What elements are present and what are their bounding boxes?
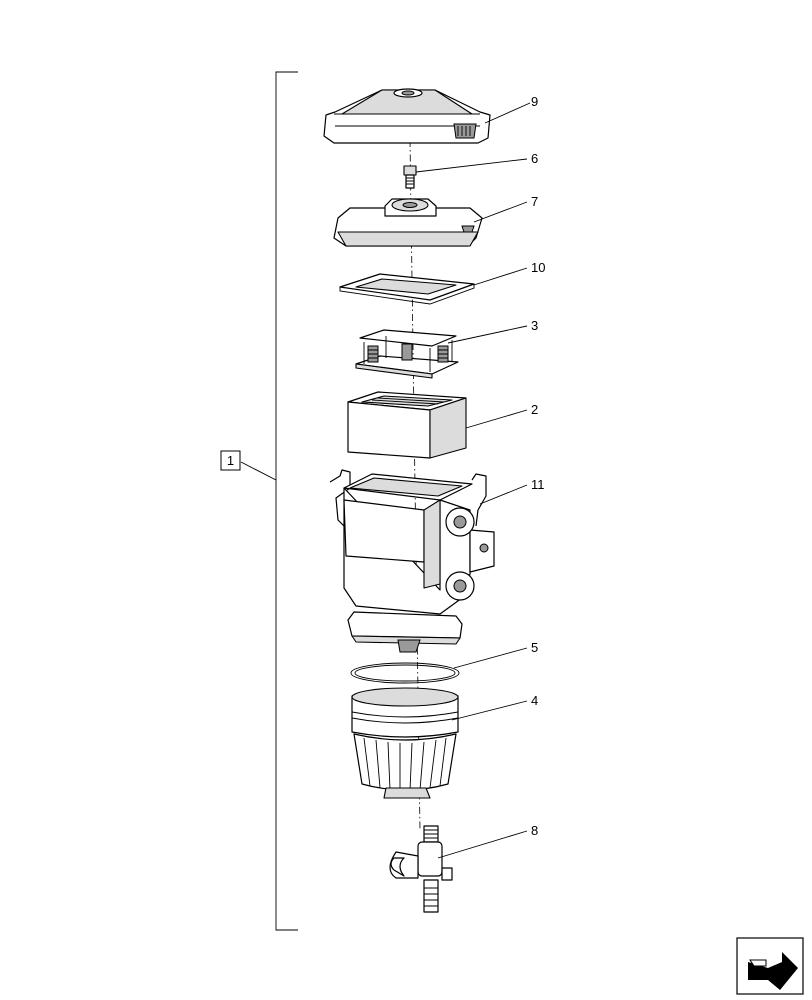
callout-4: 4 [531,693,538,708]
leader-lines [415,102,531,859]
drain-valve-part [389,825,453,913]
next-page-arrow-icon[interactable] [736,937,804,995]
spring-retainer-part [355,329,459,379]
callout-5: 5 [531,640,538,655]
cover-part [323,88,491,144]
bowl-part [351,687,459,799]
screw-part [403,165,417,189]
callout-8: 8 [531,823,538,838]
callout-11: 11 [531,477,545,492]
callout-6: 6 [531,151,538,166]
gasket-part [339,273,475,305]
callout-7: 7 [531,194,538,209]
plate-part [333,198,483,247]
assembly-callout: 1 [227,453,234,468]
housing-part [329,469,495,653]
callout-2: 2 [531,402,538,417]
o-ring-part [350,662,460,684]
filter-element-part [347,391,467,459]
callout-10: 10 [531,260,545,275]
assembly-bracket: 1 [220,71,298,931]
callout-3: 3 [531,318,538,333]
callout-9: 9 [531,94,538,109]
callout-labels: 9 6 7 10 3 2 11 5 4 8 [531,94,545,838]
